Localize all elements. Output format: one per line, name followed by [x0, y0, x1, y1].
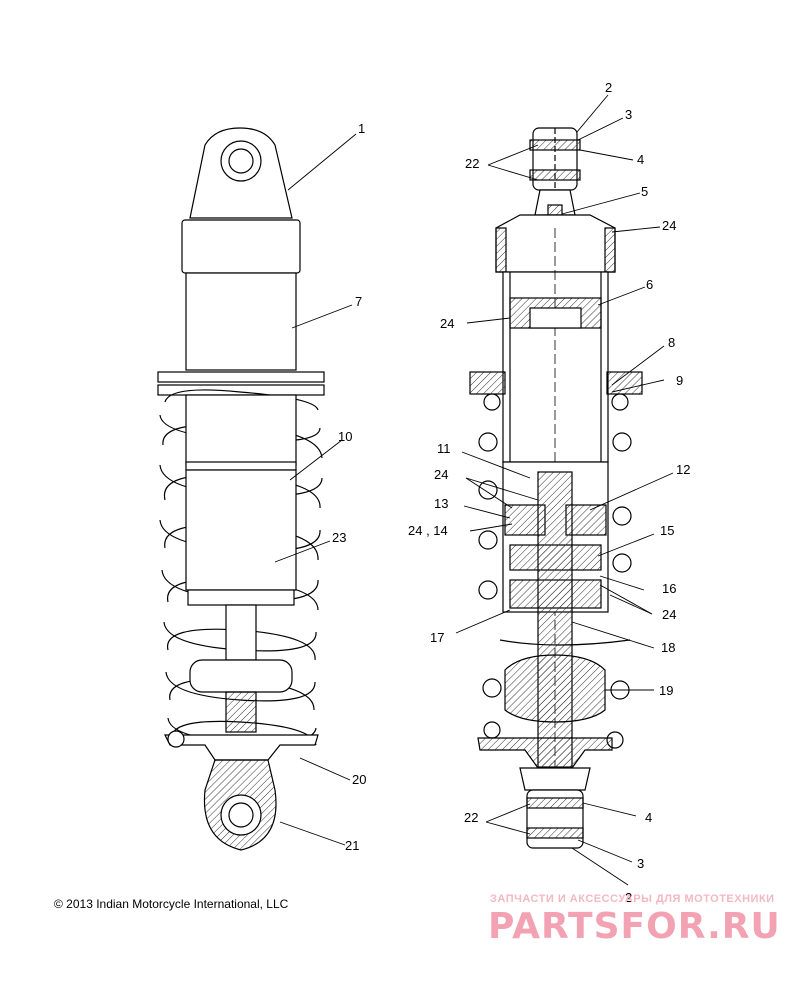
callout-3-bottom: 3 — [637, 856, 644, 871]
spring-coil-sections — [478, 393, 632, 749]
shock-body — [185, 272, 297, 371]
watermark-tagline: ЗАПЧАСТИ И АКСЕССУАРЫ ДЛЯ МОТОТЕХНИКИ — [490, 893, 775, 905]
cutaway-cap — [495, 214, 616, 273]
body-cap — [181, 219, 301, 274]
callout-1: 1 — [358, 121, 365, 136]
callout-17: 17 — [430, 630, 444, 645]
callout-23: 23 — [332, 530, 346, 545]
callout-4-top: 4 — [637, 152, 644, 167]
upper-spring-seat — [157, 371, 325, 383]
callout-labels: 1 7 10 23 20 21 2 3 4 22 5 24 6 24 8 9 1… — [332, 80, 690, 905]
piston-shaft — [225, 604, 257, 661]
callout-15: 15 — [660, 523, 674, 538]
assembled-shock — [157, 127, 325, 851]
callout-3-top: 3 — [625, 107, 632, 122]
cylinder-23 — [185, 469, 297, 591]
callout-2-bottom: 2 — [625, 890, 632, 905]
callout-7: 7 — [355, 294, 362, 309]
upper-spring-seat-8 — [469, 371, 506, 395]
callout-24-c: 24 — [434, 467, 448, 482]
callout-12: 12 — [676, 462, 690, 477]
piston-rod-18 — [537, 471, 573, 768]
callout-6: 6 — [646, 277, 653, 292]
callout-19: 19 — [659, 683, 673, 698]
lower-spring-seat — [164, 734, 319, 761]
callout-22-top: 22 — [465, 156, 479, 171]
callout-18: 18 — [661, 640, 675, 655]
callout-9: 9 — [676, 373, 683, 388]
callout-10: 10 — [338, 429, 352, 444]
callout-21: 21 — [345, 838, 359, 853]
callout-24-14: 24 , 14 — [408, 523, 448, 538]
callout-5: 5 — [641, 184, 648, 199]
callout-4-bottom: 4 — [645, 810, 652, 825]
copyright-notice: © 2013 Indian Motorcycle International, … — [54, 897, 289, 911]
callout-8: 8 — [668, 335, 675, 350]
callout-16: 16 — [662, 581, 676, 596]
callout-11: 11 — [437, 441, 451, 456]
lower-spring-seat-20 — [477, 737, 613, 769]
lower-cylinder — [185, 394, 297, 466]
callout-22-bottom: 22 — [464, 810, 478, 825]
cutaway-shock — [469, 127, 643, 849]
callout-13: 13 — [434, 496, 448, 511]
bump-stop — [189, 659, 293, 693]
callout-24-a: 24 — [662, 218, 676, 233]
bump-stop-19 — [504, 654, 606, 723]
callout-24-d: 24 — [662, 607, 676, 622]
callout-24-b: 24 — [440, 316, 454, 331]
watermark-logo: PARTSFOR.RU — [488, 906, 781, 947]
leader-lines — [274, 94, 674, 886]
callout-20: 20 — [352, 772, 366, 787]
callout-2-top: 2 — [605, 80, 612, 95]
